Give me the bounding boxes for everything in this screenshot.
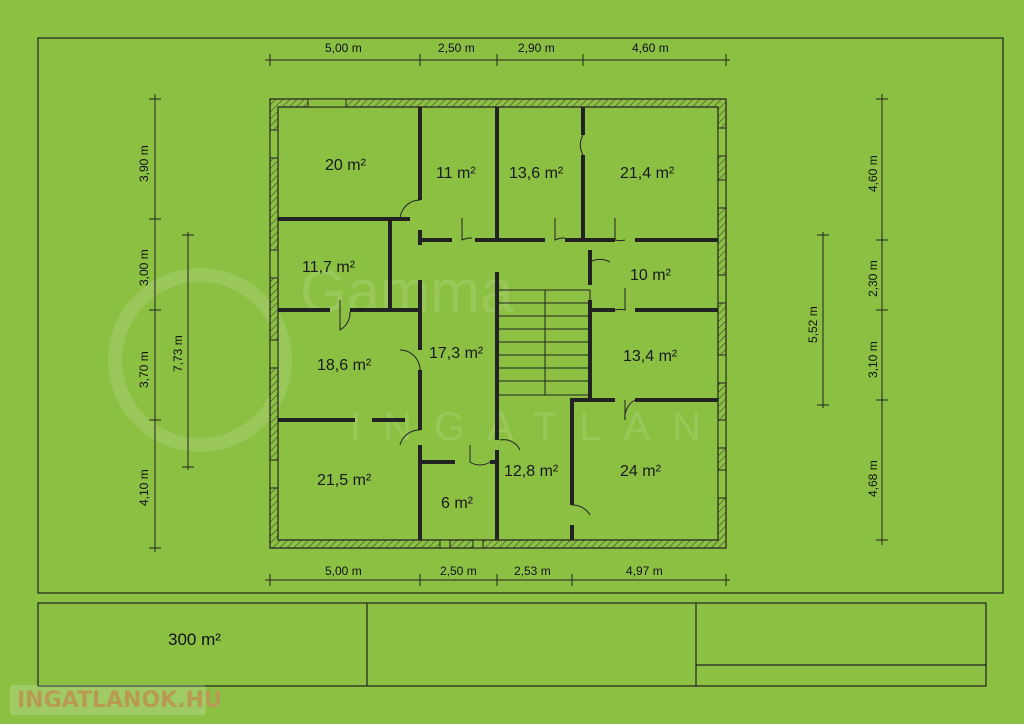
watermark: Gamma INGATLAN bbox=[108, 258, 723, 452]
svg-text:INGATLAN: INGATLAN bbox=[350, 405, 723, 449]
dimension-lines bbox=[149, 54, 888, 586]
room-label: 24 m² bbox=[620, 463, 662, 480]
room-label: 6 m² bbox=[441, 495, 474, 512]
svg-text:2,90 m: 2,90 m bbox=[518, 41, 555, 55]
svg-text:4,97 m: 4,97 m bbox=[626, 564, 663, 578]
room-label: 21,4 m² bbox=[620, 165, 675, 182]
total-area: 300 m² bbox=[168, 630, 221, 649]
stairs bbox=[496, 289, 591, 396]
svg-text:4,60 m: 4,60 m bbox=[632, 41, 669, 55]
room-label: 10 m² bbox=[630, 267, 672, 284]
logo-text: INGATLANOK.HU bbox=[17, 687, 222, 713]
door-swings bbox=[339, 134, 636, 516]
room-label: 11,7 m² bbox=[302, 259, 356, 276]
svg-text:5,00 m: 5,00 m bbox=[325, 564, 362, 578]
room-label: 11 m² bbox=[436, 165, 476, 182]
svg-text:4,60 m: 4,60 m bbox=[866, 155, 880, 192]
svg-text:4,68 m: 4,68 m bbox=[866, 460, 880, 497]
room-label: 18,6 m² bbox=[317, 357, 372, 374]
svg-text:5,52 m: 5,52 m bbox=[806, 306, 820, 343]
svg-text:7,73 m: 7,73 m bbox=[171, 335, 185, 372]
room-label: 21,5 m² bbox=[317, 472, 372, 489]
svg-text:3,00 m: 3,00 m bbox=[137, 249, 151, 286]
svg-text:5,00 m: 5,00 m bbox=[325, 41, 362, 55]
room-label: 13,6 m² bbox=[509, 165, 564, 182]
svg-text:2,53 m: 2,53 m bbox=[514, 564, 551, 578]
room-label: 17,3 m² bbox=[429, 345, 484, 362]
svg-text:3,90 m: 3,90 m bbox=[137, 145, 151, 182]
site-logo: INGATLANOK.HU bbox=[10, 685, 222, 715]
outer-wall bbox=[269, 98, 727, 549]
svg-text:2,50 m: 2,50 m bbox=[438, 41, 475, 55]
room-labels: 20 m² 11 m² 13,6 m² 21,4 m² 11,7 m² 10 m… bbox=[302, 157, 678, 512]
dimension-labels: 5,00 m 2,50 m 2,90 m 4,60 m 5,00 m 2,50 m 2… bbox=[137, 41, 880, 578]
svg-text:2,30 m: 2,30 m bbox=[866, 260, 880, 297]
inner-walls bbox=[278, 107, 718, 540]
svg-text:3,70 m: 3,70 m bbox=[137, 351, 151, 388]
room-label: 13,4 m² bbox=[623, 348, 678, 365]
svg-text:4,10 m: 4,10 m bbox=[137, 469, 151, 506]
svg-text:Gamma: Gamma bbox=[300, 258, 514, 325]
room-label: 20 m² bbox=[325, 157, 367, 174]
windows bbox=[269, 98, 727, 549]
drawing-frame bbox=[37, 37, 1004, 687]
svg-text:3,10 m: 3,10 m bbox=[866, 341, 880, 378]
room-label: 12,8 m² bbox=[504, 463, 559, 480]
svg-text:2,50 m: 2,50 m bbox=[440, 564, 477, 578]
